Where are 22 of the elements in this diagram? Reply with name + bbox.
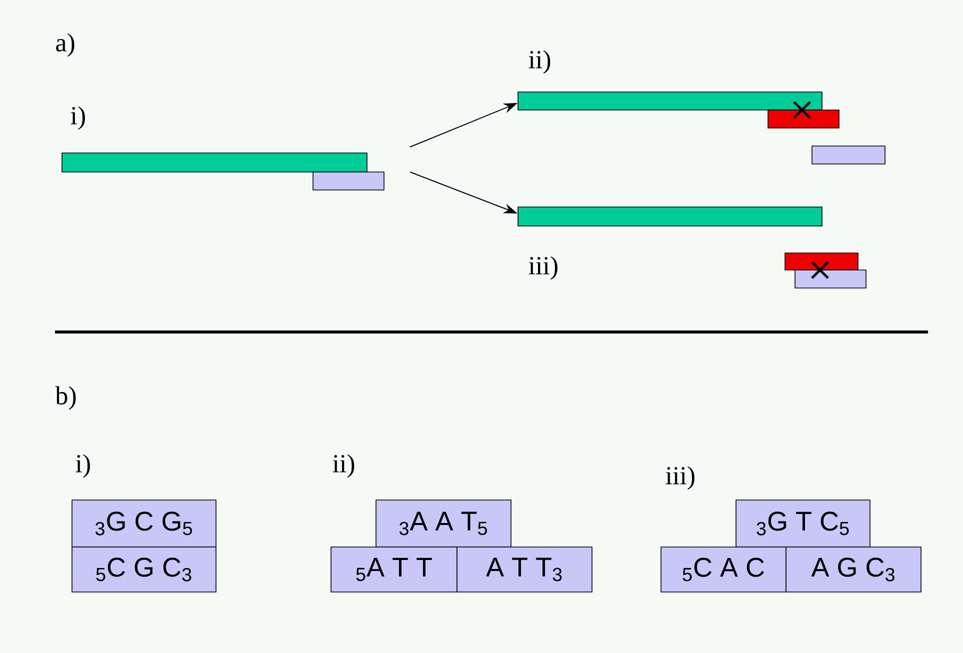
sequence-box: $_{3}$G C G$_{5}$ xyxy=(72,500,216,548)
sequence-box: A T T$_{3}$ xyxy=(456,546,592,592)
sequence-box: $_{3}$G T C$_{5}$ xyxy=(736,500,870,548)
strand-bar xyxy=(794,270,866,288)
strand-bar xyxy=(784,252,858,270)
sequence-box: $_{5}$C A C xyxy=(660,546,786,592)
sequence-box: $_{3}$A A T$_{5}$ xyxy=(376,500,512,548)
strand-bar xyxy=(812,146,886,164)
sequence-box: $_{5}$C G C$_{3}$ xyxy=(72,546,216,592)
panel-label: iii) xyxy=(528,256,558,280)
sequence-box: A G C$_{3}$ xyxy=(786,546,922,592)
strand-bar xyxy=(518,206,822,226)
panel-label: b) xyxy=(55,386,76,410)
strand-bar xyxy=(312,172,384,190)
panel-label: i) xyxy=(76,454,90,478)
panel-label: ii) xyxy=(332,454,354,478)
panel-label: a) xyxy=(56,33,74,57)
sequence-box: $_{5}$A T T xyxy=(330,546,458,592)
strand-bar xyxy=(62,152,368,172)
strand-bar xyxy=(768,110,840,128)
strand-bar xyxy=(518,92,822,110)
panel-label: iii) xyxy=(666,466,694,490)
